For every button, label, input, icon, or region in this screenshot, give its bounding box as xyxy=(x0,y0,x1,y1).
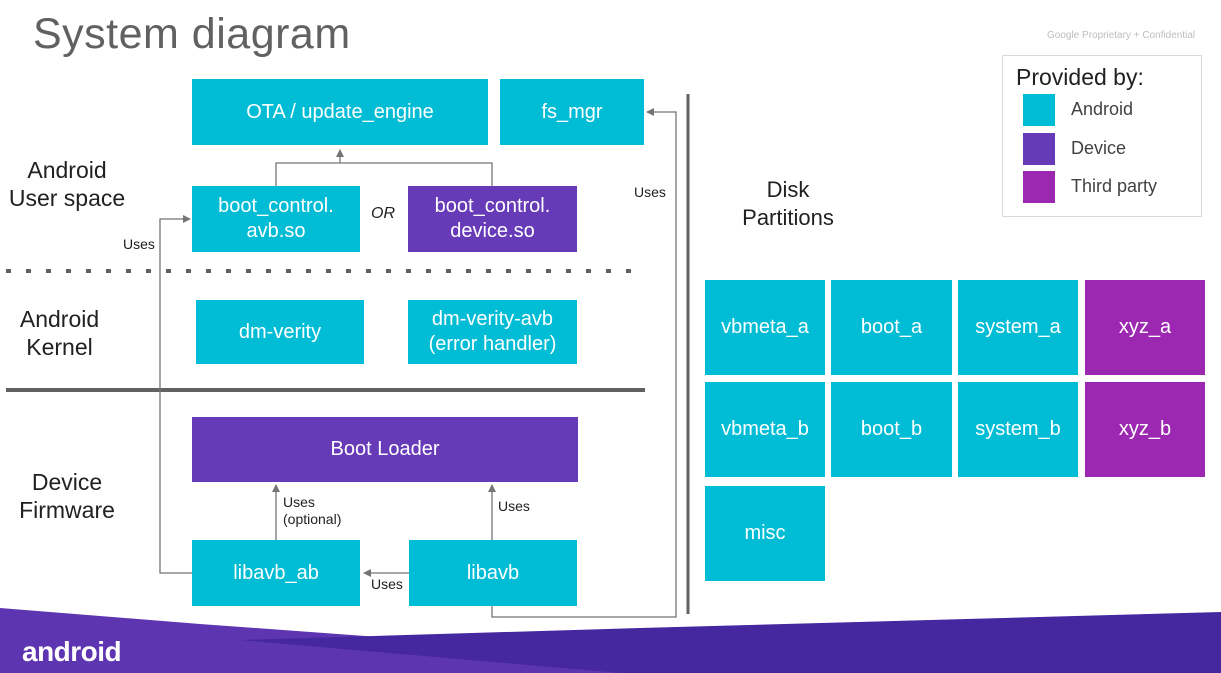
layer-label-firmware: Device Firmware xyxy=(19,469,115,523)
partition-system-a: system_a xyxy=(958,280,1078,375)
legend-label-device: Device xyxy=(1071,138,1127,158)
layer-label-kernel: Android Kernel xyxy=(19,306,100,360)
legend-swatch-device xyxy=(1023,133,1055,165)
boot-control-device-box: boot_control. device.so xyxy=(408,186,577,252)
partition-xyz-b: xyz_b xyxy=(1085,382,1205,477)
uses-label-left: Uses xyxy=(123,236,155,252)
uses-bottom-label: Uses xyxy=(371,576,403,592)
partition-misc: misc xyxy=(705,486,825,581)
legend-swatch-android xyxy=(1023,94,1055,126)
ota-update-engine-box: OTA / update_engine xyxy=(192,79,488,145)
dm-verity-box: dm-verity xyxy=(196,300,364,364)
legend-label-third-party: Third party xyxy=(1071,176,1158,196)
legend: Provided by: Android Device Third party xyxy=(1002,55,1202,217)
dm-verity-avb-box: dm-verity-avb (error handler) xyxy=(408,300,577,364)
confidential-notice: Google Proprietary + Confidential xyxy=(1047,30,1196,41)
boot-loader-box: Boot Loader xyxy=(192,417,578,482)
partition-boot-a: boot_a xyxy=(831,280,952,375)
disk-partitions-title: Disk Partitions xyxy=(742,177,834,230)
uses-label-right: Uses xyxy=(634,184,666,200)
fs-mgr-box: fs_mgr xyxy=(500,79,644,145)
partition-boot-b: boot_b xyxy=(831,382,952,477)
libavb-ab-box: libavb_ab xyxy=(192,540,360,606)
partition-xyz-a: xyz_a xyxy=(1085,280,1205,375)
page-title: System diagram xyxy=(33,10,351,58)
legend-swatch-third-party xyxy=(1023,171,1055,203)
partition-system-b: system_b xyxy=(958,382,1078,477)
legend-label-android: Android xyxy=(1071,99,1134,119)
uses-libavb-label: Uses xyxy=(498,498,530,514)
libavb-box: libavb xyxy=(409,540,577,606)
layer-label-userspace: Android User space xyxy=(8,157,126,211)
uses-optional-label: Uses (optional) xyxy=(283,494,342,527)
legend-title: Provided by: xyxy=(1016,64,1144,90)
boot-control-avb-box: boot_control. avb.so xyxy=(192,186,360,252)
partition-vbmeta-a: vbmeta_a xyxy=(705,280,825,375)
or-label: OR xyxy=(371,205,395,222)
android-wordmark-logo: android xyxy=(22,636,122,667)
partition-vbmeta-b: vbmeta_b xyxy=(705,382,825,477)
